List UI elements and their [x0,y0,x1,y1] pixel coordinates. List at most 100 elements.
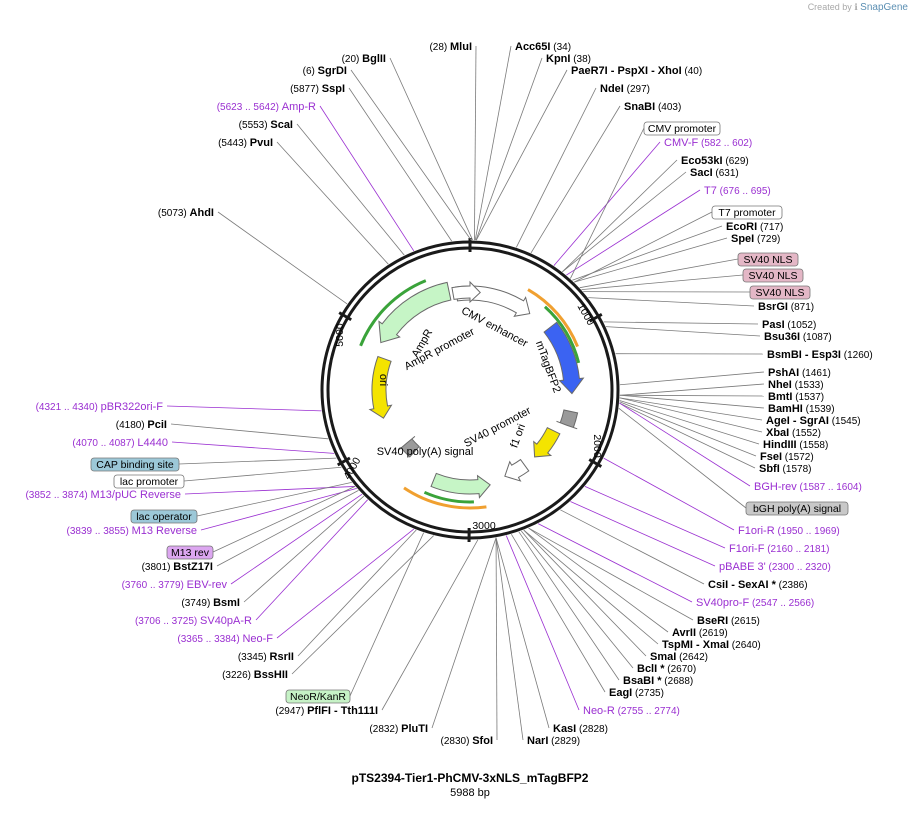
enzyme-site[interactable]: Bsu36I (1087) [764,331,832,343]
feature-box-label[interactable]: M13 rev [171,547,210,559]
enzyme-site[interactable]: (3801) BstZ17I [142,561,213,573]
enzyme-site[interactable]: (5073) AhdI [158,207,214,219]
primer-range: (3706 .. 3725) [135,616,200,627]
enzyme-site[interactable]: SbfI (1578) [759,463,811,475]
primer-site[interactable]: (4070 .. 4087) L4440 [72,437,168,449]
primer-site[interactable]: T7 (676 .. 695) [704,185,771,197]
enzyme-position: (631) [713,168,739,179]
primer-site[interactable]: F1ori-F (2160 .. 2181) [729,543,830,555]
primer-name: Neo-F [242,633,273,645]
enzyme-site[interactable]: HindIII (1558) [763,439,828,451]
enzyme-site[interactable]: (2947) PflFI - Tth111I [275,705,378,717]
enzyme-site[interactable]: AvrII (2619) [672,627,728,639]
primer-site[interactable]: (4321 .. 4340) pBR322ori-F [36,401,164,413]
primer-site[interactable]: (3365 .. 3384) Neo-F [177,633,273,645]
enzyme-position: (28) [429,42,450,53]
feature-box-label[interactable]: NeoR/KanR [290,691,346,703]
enzyme-site[interactable]: SpeI (729) [731,233,780,245]
primer-site[interactable]: BGH-rev (1587 .. 1604) [754,481,862,493]
enzyme-site[interactable]: XbaI (1552) [766,427,821,439]
primer-name: F1ori-R [738,525,775,537]
enzyme-name: PshAI [768,367,799,379]
plasmid-name: pTS2394-Tier1-PhCMV-3xNLS_mTagBFP2 [352,771,589,785]
enzyme-site[interactable]: NarI (2829) [527,735,580,747]
ampr-arrow [378,281,452,344]
enzyme-site[interactable]: EcoRI (717) [726,221,783,233]
enzyme-site[interactable]: TspMI - XmaI (2640) [662,639,761,651]
enzyme-site[interactable]: (2832) PluTI [369,723,428,735]
enzyme-site[interactable]: (3226) BssHII [222,669,288,681]
primer-site[interactable]: (5623 .. 5642) Amp-R [217,101,316,113]
enzyme-site[interactable]: (3345) RsrII [238,651,294,663]
enzyme-site[interactable]: (5443) PvuI [218,137,273,149]
primer-site[interactable]: (3852 .. 3874) M13/pUC Reverse [25,489,181,501]
enzyme-position: (38) [570,54,591,65]
enzyme-site[interactable]: SacI (631) [690,167,739,179]
feature-box-label[interactable]: lac promoter [120,476,179,488]
label-leader [381,539,479,711]
enzyme-site[interactable]: BsaBI * (2688) [623,675,693,687]
enzyme-site[interactable]: (5877) SspI [290,83,345,95]
primer-site[interactable]: SV40pro-F (2547 .. 2566) [696,597,814,609]
label-leader [574,237,728,283]
enzyme-site[interactable]: (5553) ScaI [239,119,293,131]
enzyme-site[interactable]: PaeR7I - PspXI - XhoI (40) [571,65,702,77]
enzyme-position: (1558) [797,440,829,451]
sv40-promoter-arrow [504,458,530,482]
enzyme-name: Bsu36I [764,331,800,343]
enzyme-site[interactable]: BmtI (1537) [768,391,824,403]
enzyme-site[interactable]: (2830) SfoI [441,735,493,747]
enzyme-site[interactable]: BamHI (1539) [768,403,835,415]
label-leader [528,527,669,633]
enzyme-position: (717) [757,222,783,233]
feature-box-label[interactable]: SV40 NLS [748,270,797,282]
feature-box-label[interactable]: SV40 NLS [743,254,792,266]
primer-site[interactable]: F1ori-R (1950 .. 1969) [738,525,840,537]
enzyme-name: NdeI [600,83,624,95]
feature-box-label[interactable]: CAP binding site [96,459,174,471]
primer-site[interactable]: (3839 .. 3855) M13 Reverse [67,525,197,537]
enzyme-site[interactable]: AgeI - SgrAI (1545) [766,415,861,427]
enzyme-site[interactable]: (3749) BsmI [181,597,240,609]
label-leader [296,123,405,256]
enzyme-site[interactable]: PshAI (1461) [768,367,831,379]
primer-site[interactable]: (3760 .. 3779) EBV-rev [122,579,228,591]
enzyme-site[interactable]: KasI (2828) [553,723,608,735]
enzyme-site[interactable]: NheI (1533) [768,379,824,391]
label-leader [475,57,543,241]
enzyme-site[interactable]: BseRI (2615) [697,615,760,627]
enzyme-site[interactable]: BclI * (2670) [637,663,696,675]
enzyme-site[interactable]: (20) BglII [342,53,386,65]
enzyme-site[interactable]: BsmBI - Esp3I (1260) [767,349,873,361]
label-leader [350,69,472,241]
enzyme-site[interactable]: Eco53kI (629) [681,155,749,167]
enzyme-site[interactable]: FseI (1572) [760,451,814,463]
primer-site[interactable]: Neo-R (2755 .. 2774) [583,705,680,717]
enzyme-position: (3226) [222,670,254,681]
primer-site[interactable]: (3706 .. 3725) SV40pA-R [135,615,252,627]
feature-box-label[interactable]: bGH poly(A) signal [753,503,841,515]
enzyme-name: XbaI [766,427,789,439]
feature-box-label[interactable]: SV40 NLS [755,287,804,299]
enzyme-site[interactable]: KpnI (38) [546,53,591,65]
feature-box-label[interactable]: lac operator [136,511,192,523]
enzyme-site[interactable]: SmaI (2642) [650,651,708,663]
enzyme-site[interactable]: CsiI - SexAI * (2386) [708,579,808,591]
feature-box-label[interactable]: CMV promoter [648,123,717,135]
primer-range: (1587 .. 1604) [797,482,862,493]
enzyme-name: CsiI - SexAI * [708,579,777,591]
enzyme-site[interactable]: EagI (2735) [609,687,664,699]
enzyme-site[interactable]: (4180) PciI [116,419,167,431]
enzyme-site[interactable]: NdeI (297) [600,83,650,95]
enzyme-site[interactable]: (28) MluI [429,41,472,53]
feature-box-label[interactable]: T7 promoter [718,207,776,219]
enzyme-position: (2386) [776,580,808,591]
enzyme-site[interactable]: SnaBI (403) [624,101,681,113]
enzyme-site[interactable]: BsrGI (871) [758,301,814,313]
enzyme-site[interactable]: Acc65I (34) [515,41,571,53]
enzyme-site[interactable]: (6) SgrDI [303,65,347,77]
primer-site[interactable]: CMV-F (582 .. 602) [664,137,752,149]
enzyme-site[interactable]: PasI (1052) [762,319,816,331]
primer-site[interactable]: pBABE 3' (2300 .. 2320) [719,561,831,573]
